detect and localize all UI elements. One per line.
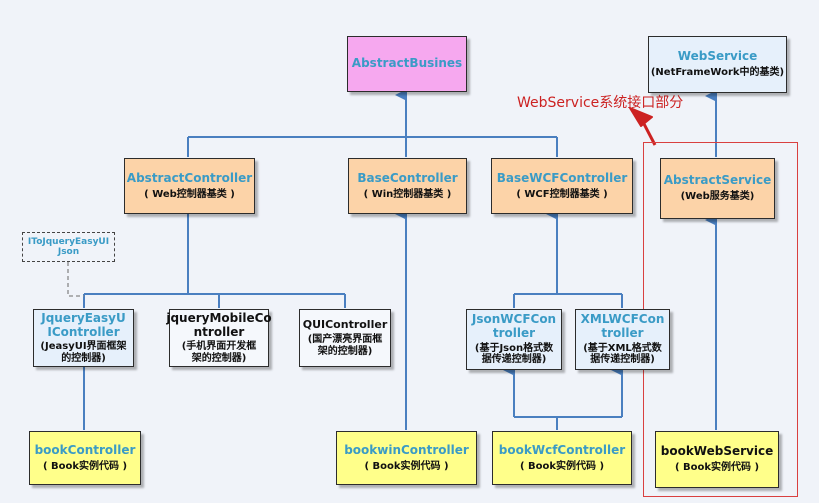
node-title: IToJqueryEasyUI bbox=[27, 236, 110, 247]
node-title: XMLWCFCon bbox=[580, 312, 665, 327]
node-book-webservice[interactable]: bookWebService ( Book实例代码 ) bbox=[655, 431, 779, 488]
node-qui-controller[interactable]: QUIController (国产漂亮界面框 架的控制器) bbox=[299, 309, 391, 367]
node-subtitle-cont: 架的控制器) bbox=[191, 352, 247, 364]
node-subtitle: (NetFrameWork中的基类) bbox=[650, 67, 785, 79]
node-jquery-mobile-controller[interactable]: jqueryMobileCo ntroller (手机界面开发框 架的控制器) bbox=[166, 309, 272, 367]
node-abstract-controller[interactable]: AbstractController ( Web控制器基类 ) bbox=[124, 158, 255, 214]
node-xml-wcf-controller[interactable]: XMLWCFCon troller (基于XML格式数 据传递控制器) bbox=[575, 309, 670, 370]
node-title: AbstractController bbox=[126, 170, 253, 185]
node-title: bookWcfController bbox=[498, 442, 626, 457]
node-subtitle-cont: 的控制器) bbox=[61, 352, 106, 364]
node-bookwin-controller[interactable]: bookwinController ( Book实例代码 ) bbox=[336, 431, 477, 485]
annotation-arrow-head bbox=[629, 107, 653, 127]
node-subtitle: ( Book实例代码 ) bbox=[519, 460, 605, 472]
node-subtitle: ( Book实例代码 ) bbox=[674, 462, 760, 474]
node-abstract-service[interactable]: AbstractService (Web服务基类) bbox=[660, 158, 775, 219]
node-subtitle: ( Book实例代码 ) bbox=[42, 460, 128, 472]
node-title: JsonWCFCon bbox=[471, 312, 557, 327]
node-subtitle: (国产漂亮界面框 bbox=[307, 334, 383, 346]
node-title-cont: ntroller bbox=[193, 324, 245, 339]
node-subtitle: ( Web控制器基类 ) bbox=[144, 188, 235, 200]
node-json-wcf-controller[interactable]: JsonWCFCon troller (基于Json格式数 据传递控制器) bbox=[466, 309, 562, 370]
node-base-controller[interactable]: BaseController ( Win控制器基类 ) bbox=[348, 158, 467, 214]
node-title: WebService bbox=[677, 49, 758, 64]
node-subtitle: ( Book实例代码 ) bbox=[364, 460, 449, 472]
edge-interface-dashed bbox=[67, 262, 84, 297]
node-book-controller[interactable]: bookController ( Book实例代码 ) bbox=[29, 431, 141, 485]
node-book-wcf-controller[interactable]: bookWcfController ( Book实例代码 ) bbox=[492, 431, 632, 485]
node-subtitle: ( Win控制器基类 ) bbox=[363, 188, 452, 200]
node-itojqueryeasyui-json-interface[interactable]: IToJqueryEasyUI Json bbox=[22, 232, 115, 262]
node-title-cont: troller bbox=[492, 326, 536, 340]
node-jquery-easyui-controller[interactable]: JqueryEasyU IController (JeasyUI界面框架 的控制… bbox=[33, 309, 134, 367]
node-title-cont: Json bbox=[57, 247, 80, 257]
node-title: bookwinController bbox=[344, 442, 469, 457]
node-title: BaseWCFController bbox=[496, 170, 628, 185]
node-subtitle: (基于XML格式数 bbox=[583, 342, 662, 354]
node-subtitle: (手机界面开发框 bbox=[181, 341, 257, 353]
node-title: bookController bbox=[34, 442, 136, 457]
node-subtitle-cont: 据传递控制器) bbox=[481, 354, 547, 366]
node-base-wcf-controller[interactable]: BaseWCFController ( WCF控制器基类 ) bbox=[491, 158, 633, 214]
node-abstract-busines[interactable]: AbstractBusines bbox=[347, 36, 467, 92]
node-subtitle: (基于Json格式数 bbox=[474, 342, 554, 354]
annotation-arrow-shaft bbox=[641, 121, 657, 146]
node-title: BaseController bbox=[357, 170, 458, 185]
node-subtitle: (JeasyUI界面框架 bbox=[40, 341, 127, 353]
node-title: AbstractService bbox=[663, 173, 772, 188]
node-title: jqueryMobileCo bbox=[166, 310, 272, 325]
node-title-cont: troller bbox=[601, 326, 644, 340]
node-title: QUIController bbox=[302, 317, 388, 331]
node-title: bookWebService bbox=[660, 444, 774, 459]
node-subtitle: ( WCF控制器基类 ) bbox=[516, 188, 608, 200]
node-webservice[interactable]: WebService (NetFrameWork中的基类) bbox=[648, 36, 787, 93]
webservice-annotation: WebService系统接口部分 bbox=[517, 95, 684, 111]
node-subtitle-cont: 据传递控制器) bbox=[590, 354, 655, 366]
node-title: AbstractBusines bbox=[351, 56, 463, 71]
node-subtitle: (Web服务基类) bbox=[680, 191, 755, 203]
node-title-cont: IController bbox=[47, 324, 120, 339]
node-title: JqueryEasyU bbox=[41, 310, 126, 325]
node-subtitle-cont: 架的控制器) bbox=[317, 345, 373, 357]
